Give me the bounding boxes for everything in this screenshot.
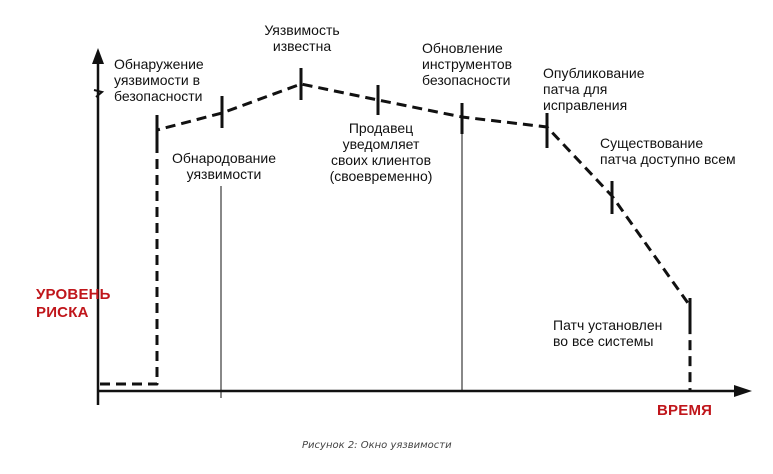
label-patch-installed: Патч установлен во все системы [553, 317, 663, 349]
label-vendor-notified: Продавец уведомляет своих клиентов (свое… [329, 120, 433, 184]
label-tools-update: Обновление инструментов безопасности [422, 40, 513, 88]
y-axis-small-tick [93, 89, 105, 98]
x-axis-label: ВРЕМЯ [657, 402, 713, 419]
label-discovery: Обнаружение уязвимости в безопасности [114, 56, 204, 104]
y-axis-arrow [92, 48, 104, 64]
x-axis-arrow [734, 385, 752, 397]
y-axis-label: УРОВЕНЬ РИСКА [36, 286, 111, 321]
risk-curve [100, 82, 692, 391]
label-known: Уязвимость известна [264, 22, 340, 54]
label-patch-published: Опубликование патча для исправления [543, 65, 645, 113]
figure-caption: Рисунок 2: Окно уязвимости [302, 440, 452, 451]
label-disclosure: Обнародование уязвимости [171, 150, 277, 182]
label-patch-available: Существование патча доступно всем [600, 135, 736, 167]
